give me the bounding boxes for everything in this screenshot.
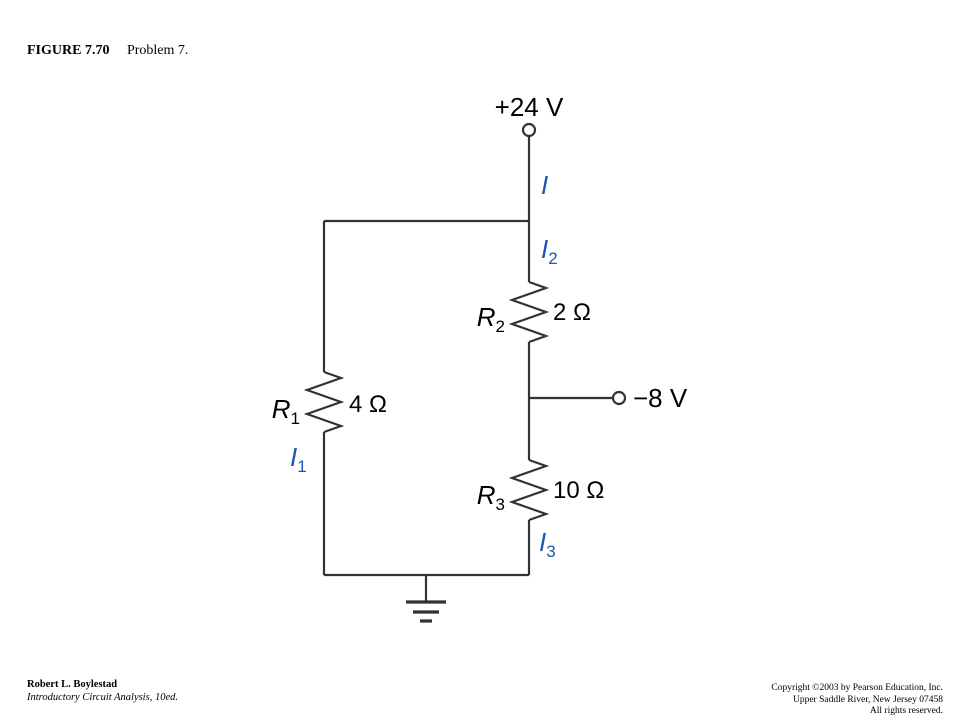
supply-voltage-label: +24 V xyxy=(495,92,564,122)
resistor-r1-label: R1 xyxy=(272,394,300,428)
footer-copyright-line-3: All rights reserved. xyxy=(869,706,943,716)
footer-copyright-line-2: Upper Saddle River, New Jersey 07458 xyxy=(792,694,943,705)
footer-author: Robert L. Boylestad xyxy=(27,679,118,690)
figure-number: FIGURE 7.70 xyxy=(27,43,110,58)
resistor-r1-value: 4 Ω xyxy=(349,391,387,418)
resistor-r2-symbol xyxy=(508,280,550,344)
figure-title: Problem 7. xyxy=(126,43,189,58)
resistor-r2-value: 2 Ω xyxy=(553,299,591,326)
resistor-r3-label: R3 xyxy=(477,480,505,514)
resistor-r2-label: R2 xyxy=(477,302,505,336)
current-label-i1: I1 xyxy=(290,442,307,476)
figure-caption: FIGURE 7.70 Problem 7. xyxy=(27,43,188,59)
ground-symbol xyxy=(406,600,446,623)
resistor-r3-symbol xyxy=(508,458,550,522)
output-voltage-label: −8 V xyxy=(633,383,688,413)
current-label-i3: I3 xyxy=(539,527,556,561)
footer-copyright-line-1: Copyright ©2003 by Pearson Education, In… xyxy=(771,683,943,693)
footer-copyright-block: Copyright ©2003 by Pearson Education, In… xyxy=(771,683,943,718)
footer-author-block: Robert L. Boylestad Introductory Circuit… xyxy=(27,678,178,704)
supply-terminal xyxy=(521,122,537,138)
current-label-i: I xyxy=(541,170,548,200)
footer-book-title: Introductory Circuit Analysis, 10ed. xyxy=(27,692,178,703)
current-label-i2: I2 xyxy=(541,234,558,268)
resistor-r3-value: 10 Ω xyxy=(553,477,604,504)
resistor-r1-symbol xyxy=(303,370,345,434)
output-terminal xyxy=(611,390,627,406)
